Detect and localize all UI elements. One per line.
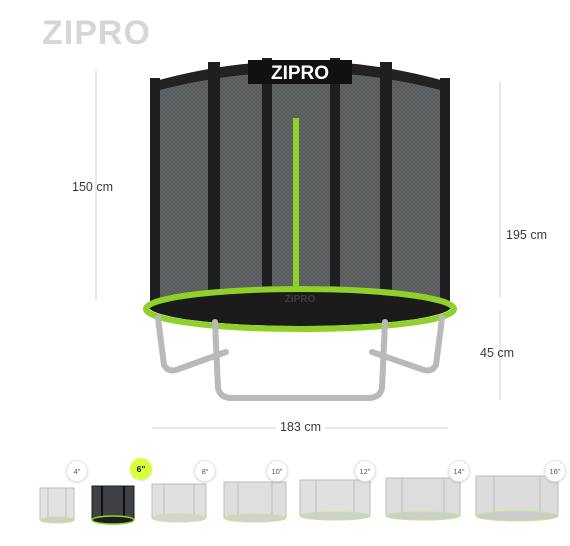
jump-mat [148, 286, 452, 326]
size-option-16[interactable] [474, 472, 560, 528]
size-badge-6[interactable]: 6" [130, 458, 152, 480]
size-option-6[interactable] [90, 482, 136, 528]
frame-height-label: 45 cm [480, 346, 515, 360]
trampoline-legs [155, 315, 445, 401]
size-option-10[interactable] [222, 478, 288, 528]
pad-rim [143, 286, 457, 332]
size-option-14[interactable] [384, 474, 462, 528]
trampoline-image: ZIPRO ZIPRO [95, 58, 501, 429]
size-badge-12[interactable]: 12" [354, 460, 376, 482]
brand-logo: ZIPRO [42, 14, 151, 52]
size-badge-4[interactable]: 4" [66, 460, 88, 482]
net-logo: ZIPRO [271, 63, 329, 84]
diameter-label: 183 cm [276, 420, 325, 434]
size-selector: 4" 6" 8" 10" 12" [0, 454, 570, 546]
size-badge-14[interactable]: 14" [448, 460, 470, 482]
size-badge-16[interactable]: 16" [544, 460, 566, 482]
size-badge-8[interactable]: 8" [194, 460, 216, 482]
size-option-4[interactable] [38, 484, 76, 528]
size-badge-10[interactable]: 10" [266, 460, 288, 482]
svg-text:ZIPRO: ZIPRO [285, 294, 316, 305]
safety-net [152, 61, 448, 315]
net-height-label: 150 cm [72, 180, 113, 194]
net-zipper [293, 118, 299, 318]
total-height-label: 195 cm [506, 228, 547, 242]
size-option-12[interactable] [298, 476, 372, 528]
size-option-8[interactable] [150, 480, 208, 528]
net-poles [150, 58, 450, 312]
